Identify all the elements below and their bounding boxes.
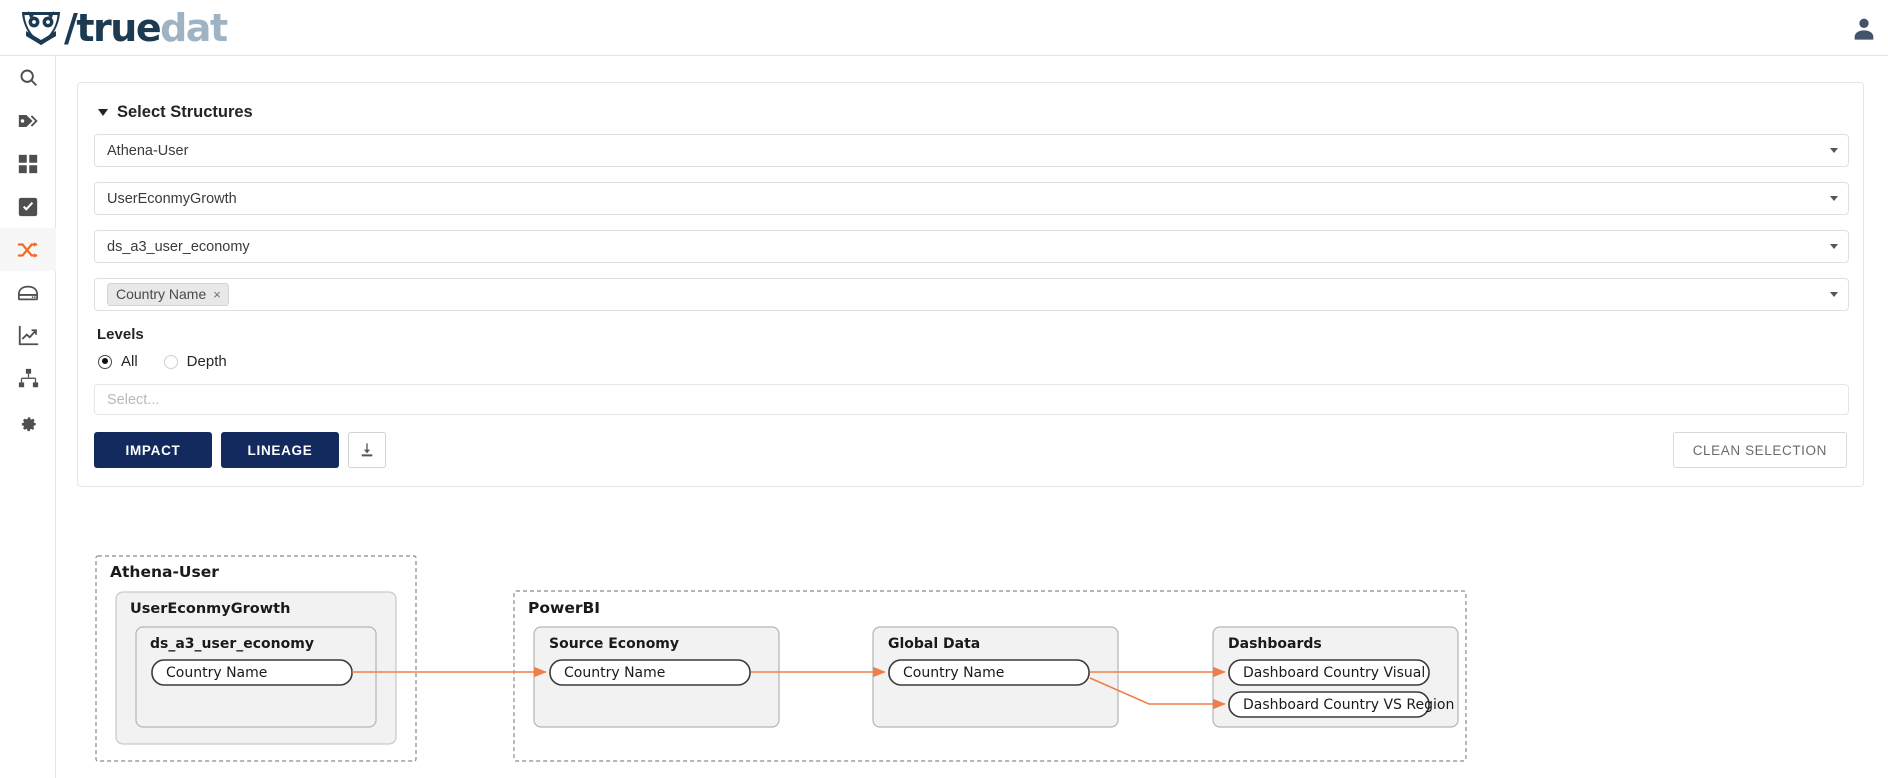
graph-system-athena-user[interactable]: Athena-User UserEconmyGrowth ds_a3_user_… [95,555,417,762]
sitemap-icon [18,368,38,388]
radio-option-depth[interactable]: Depth [163,353,227,370]
logo-text-light: dat [160,5,228,50]
panel-title-text: Select Structures [117,103,253,121]
database-icon [17,285,39,300]
system-select-value: Athena-User [107,142,189,159]
chevron-down-icon[interactable] [1830,292,1838,297]
sidebar-item-data-catalog[interactable] [0,142,56,185]
chevron-down-icon[interactable] [98,109,108,116]
structure-select[interactable]: ds_a3_user_economy [94,230,1849,263]
field-node[interactable] [888,659,1090,686]
field-label-dashboard-country-visual: Dashboard Country Visual [1243,665,1425,681]
owl-logo-icon [22,10,60,45]
fields-select[interactable]: Country Name × [94,278,1849,311]
chip-remove-icon[interactable]: × [213,286,221,302]
download-icon [361,443,373,457]
group-label-global-data: Global Data [888,636,980,652]
chevron-down-icon[interactable] [1830,244,1838,249]
sidebar-item-quality[interactable] [0,185,56,228]
sidebar-item-search[interactable] [0,56,56,99]
grid-icon [18,154,38,173]
chip-label: Country Name [116,286,207,302]
graph-system-powerbi[interactable]: PowerBI Source Economy Country Name Glob… [513,590,1467,762]
lineage-graph[interactable]: Athena-User UserEconmyGrowth ds_a3_user_… [94,541,1854,778]
selected-field-chip[interactable]: Country Name × [107,283,229,306]
group-select-value: UserEconmyGrowth [107,190,237,207]
sidebar-item-lineage[interactable] [0,228,56,271]
search-icon [20,69,37,87]
group-label-dashboards: Dashboards [1228,636,1322,652]
panel-header[interactable]: Select Structures [98,103,1847,122]
impact-button[interactable]: IMPACT [94,432,212,468]
field-label-country-name: Country Name [166,665,267,681]
system-select[interactable]: Athena-User [94,134,1849,167]
shuffle-icon [17,241,38,258]
levels-radio-group: All Depth [98,353,1847,370]
user-account-icon[interactable] [1850,14,1878,42]
radio-all-input[interactable] [98,354,112,369]
field-node[interactable] [549,659,751,686]
chart-line-icon [18,325,38,346]
group-select[interactable]: UserEconmyGrowth [94,182,1849,215]
group-label-usereconmygrowth: UserEconmyGrowth [130,601,290,617]
levels-label: Levels [97,326,144,343]
field-node[interactable] [1228,659,1430,686]
group-label-source-economy: Source Economy [549,636,679,652]
top-bar: /truedat [0,0,1888,56]
radio-option-all[interactable]: All [98,353,138,370]
clean-selection-button[interactable]: CLEAN SELECTION [1672,432,1847,468]
edge-global-to-vs-region [1089,677,1226,710]
structure-select-value: ds_a3_user_economy [107,238,250,255]
tags-icon [18,114,38,127]
truedat-logo[interactable]: /truedat [18,5,228,51]
field-label-country-name: Country Name [903,665,1004,681]
radio-all-label: All [121,353,138,370]
gear-icon [21,416,36,431]
sidebar-item-glossary[interactable] [0,99,56,142]
check-square-icon [18,197,38,216]
select-structures-panel: Select Structures Athena-User UserEconmy… [77,82,1864,487]
radio-depth-input[interactable] [163,354,178,369]
system-label-powerbi: PowerBI [528,599,600,617]
download-button[interactable] [348,432,386,468]
chevron-down-icon[interactable] [1830,196,1838,201]
radio-depth-label: Depth [186,353,227,370]
graph-edges [352,666,1226,710]
logo-text-dark: /true [64,5,162,50]
depth-select-input[interactable]: Select... [94,384,1849,415]
left-sidebar [0,56,56,778]
sidebar-item-hierarchy[interactable] [0,357,56,400]
sidebar-item-sources[interactable] [0,271,56,314]
sidebar-item-settings[interactable] [0,400,56,443]
field-node[interactable] [1228,691,1430,718]
main-content: Select Structures Athena-User UserEconmy… [56,56,1888,778]
chevron-down-icon[interactable] [1830,148,1838,153]
system-label-athena-user: Athena-User [110,563,219,581]
field-label-dashboard-country-vs-region: Dashboard Country VS Region [1243,697,1454,713]
field-label-country-name: Country Name [564,665,665,681]
panel-actions: IMPACT LINEAGE CLEAN SELECTION [94,432,1847,468]
lineage-button[interactable]: LINEAGE [221,432,339,468]
structure-label-ds-a3-user-economy: ds_a3_user_economy [150,636,314,652]
sidebar-item-metrics[interactable] [0,314,56,357]
